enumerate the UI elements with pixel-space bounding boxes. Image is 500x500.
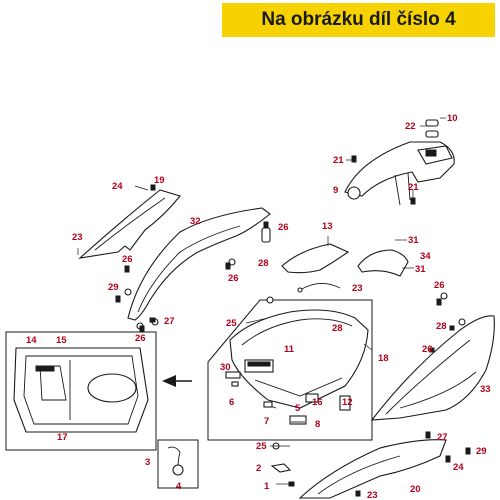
label-7: 7 [264,416,269,427]
label-26: 26 [135,333,146,344]
part-9-rear-carrier[interactable] [344,141,455,206]
label-26: 26 [228,273,239,284]
label-14: 14 [26,335,37,346]
part-number-banner: Na obrázku díl číslo 4 [222,3,495,37]
label-8: 8 [315,419,320,430]
part-4-light[interactable] [167,446,184,476]
arrow-to-inset [162,375,192,387]
label-13: 13 [322,221,333,232]
label-23: 23 [72,232,83,243]
part-number-labels: 10 22 21 9 21 24 19 23 32 26 28 26 26 29… [26,113,491,500]
part-34-small-cover[interactable] [357,239,414,277]
label-27: 27 [437,432,448,443]
label-25: 25 [226,318,237,329]
callout-box-18 [207,299,373,441]
inset-detail-box [5,331,157,451]
part-13-cover[interactable] [281,236,350,274]
label-2: 2 [256,463,261,474]
fasteners [115,155,471,497]
label-9: 9 [333,185,338,196]
label-22: 22 [405,121,416,132]
label-24: 24 [453,462,464,473]
part-10-grip[interactable] [420,117,446,138]
label-1: 1 [264,481,270,492]
label-33: 33 [480,384,491,395]
label-31: 31 [415,264,426,275]
banner-text: Na obrázku díl číslo 4 [261,9,456,30]
label-29: 29 [108,282,119,293]
label-21: 21 [333,155,344,166]
label-4: 4 [176,481,182,492]
small-parts-group[interactable] [225,371,319,425]
part-18-storage-box[interactable] [229,309,373,411]
part-33-rear-cover[interactable] [370,292,495,421]
part-19-side-trim[interactable] [77,185,181,259]
label-26: 26 [422,344,433,355]
part-3-box [157,439,199,489]
label-24: 24 [112,181,123,192]
label-26: 26 [122,254,133,265]
label-28: 28 [436,321,447,332]
label-28: 28 [258,258,269,269]
part-23-wire[interactable] [297,283,341,293]
label-15: 15 [56,335,67,346]
label-11: 11 [284,344,295,355]
label-19: 19 [154,175,165,186]
label-28: 28 [332,323,343,334]
part-20-lower-cover[interactable] [298,439,447,499]
label-31: 31 [408,235,419,246]
label-6: 6 [229,397,234,408]
label-29: 29 [476,446,487,457]
label-32: 32 [190,216,201,227]
label-5: 5 [295,403,301,414]
label-23: 23 [367,490,378,500]
label-10: 10 [447,113,458,124]
label-34: 34 [420,251,431,262]
label-20: 20 [410,484,421,495]
label-12: 12 [342,397,353,408]
label-25: 25 [256,441,267,452]
label-26: 26 [278,222,289,233]
label-30: 30 [220,362,231,373]
label-26: 26 [434,280,445,291]
label-3: 3 [145,457,150,468]
label-18: 18 [378,353,389,364]
part-32-side-cover[interactable] [124,207,271,330]
part-1-screw[interactable] [276,481,295,487]
label-16: 16 [312,397,323,408]
label-17: 17 [57,432,68,443]
label-27: 27 [164,316,175,327]
part-2-bracket[interactable] [270,463,292,473]
label-23: 23 [352,283,363,294]
label-21: 21 [408,182,419,193]
